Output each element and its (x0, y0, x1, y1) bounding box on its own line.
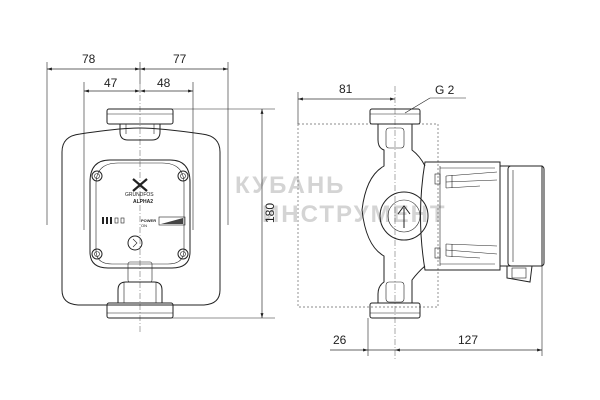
flow-arrow-icon (397, 205, 411, 228)
front-control-panel: GRUNDFOS ALPHA2 POWER ON (102, 178, 186, 251)
mode-button (127, 235, 143, 251)
front-top-flange (106, 108, 174, 141)
grundfos-logo-icon (132, 178, 148, 192)
front-motor-housing (89, 159, 191, 269)
side-motor (420, 161, 545, 283)
watermark-line1: КУБАНЬ (235, 172, 345, 199)
model-label: ALPHA2 (133, 199, 153, 205)
power-sub-label: ON (141, 223, 147, 228)
side-top-dimension: 81 (297, 82, 395, 124)
side-view: 81 G 2 (297, 82, 545, 360)
dim-81-label: 81 (339, 82, 353, 96)
side-clearance-box (297, 123, 439, 308)
front-total-width-dimension: 78 77 (46, 52, 229, 225)
dim-127-label: 127 (458, 333, 478, 347)
front-inner-width-dimension: 47 48 (83, 76, 194, 230)
front-height-dimension: 180 (165, 108, 277, 319)
side-pump-body (361, 108, 429, 319)
front-bottom-flange (106, 261, 174, 319)
side-bottom-dimension: 26 127 (330, 266, 543, 356)
display-bar-fill (161, 218, 183, 224)
brand-label: GRUNDFOS (125, 192, 154, 198)
dim-26-label: 26 (333, 333, 347, 347)
thread-label: G 2 (435, 83, 455, 97)
front-view: 78 77 47 48 180 (46, 52, 277, 333)
watermark-line2: ИНСТРУМЕНТ (262, 201, 447, 228)
dim-78-label: 78 (82, 52, 96, 66)
dim-180-label: 180 (263, 203, 277, 223)
display-bar (158, 216, 186, 226)
thread-callout: G 2 (404, 83, 466, 114)
power-label: POWER (141, 218, 156, 223)
watermark: КУБАНЬ ИНСТРУМЕНТ (235, 172, 447, 228)
dim-47-label: 47 (104, 76, 118, 90)
dim-77-label: 77 (173, 52, 187, 66)
mode-button-icon (132, 238, 138, 248)
led-bars (102, 217, 125, 224)
dim-48-label: 48 (157, 76, 171, 90)
front-housing-outline (61, 127, 221, 306)
